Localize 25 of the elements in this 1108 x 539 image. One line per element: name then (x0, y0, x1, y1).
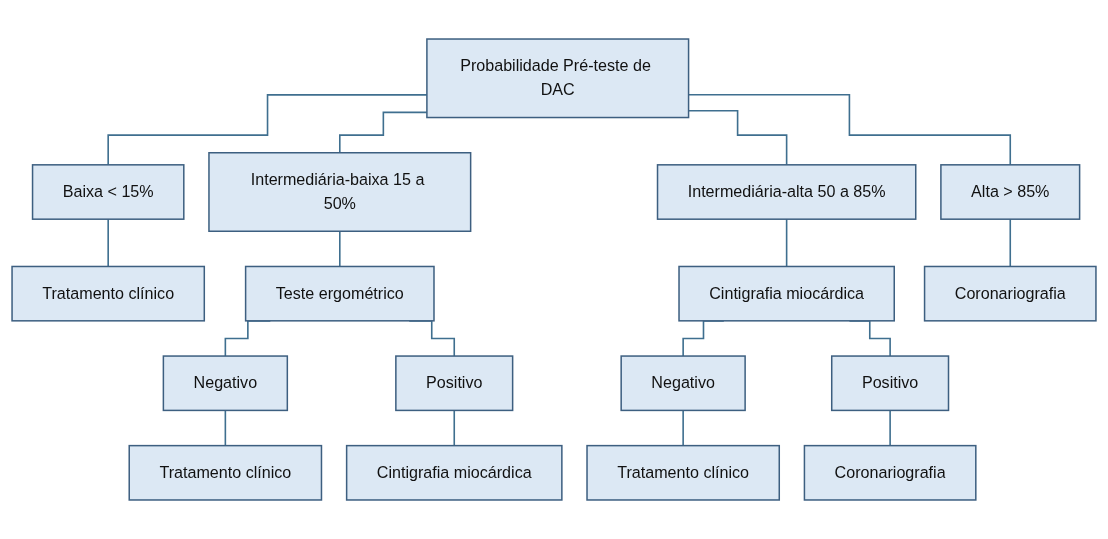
node-box: Coronariografia (923, 265, 1097, 322)
connector (107, 218, 109, 268)
node-box: Negativo (620, 355, 746, 412)
node-box: Positivo (395, 355, 514, 412)
connector (1009, 218, 1012, 268)
node-box: Negativo (162, 355, 289, 412)
node-box: Cintigrafia miocárdica (678, 265, 895, 322)
node-box: Tratamento clínico (586, 444, 781, 501)
node-box: Probabilidade Pré-teste de DAC (426, 38, 690, 119)
node-box: Tratamento clínico (11, 265, 206, 322)
connector (453, 409, 456, 447)
connector (785, 218, 788, 268)
connector (889, 409, 891, 447)
node-box: Coronariografia (803, 444, 977, 501)
node-box: Intermediária-baixa 15 a 50% (208, 152, 472, 232)
node-box: Tratamento clínico (128, 444, 323, 501)
connector (682, 409, 684, 447)
connector (224, 409, 227, 447)
node-box: Cintigrafia miocárdica (345, 444, 563, 501)
node-box: Positivo (830, 355, 950, 412)
node-box: Alta > 85% (940, 164, 1081, 220)
connector (339, 230, 341, 268)
node-box: Intermediária-alta 50 a 85% (656, 164, 917, 220)
node-box: Teste ergométrico (244, 265, 435, 322)
node-box: Baixa < 15% (31, 164, 185, 220)
